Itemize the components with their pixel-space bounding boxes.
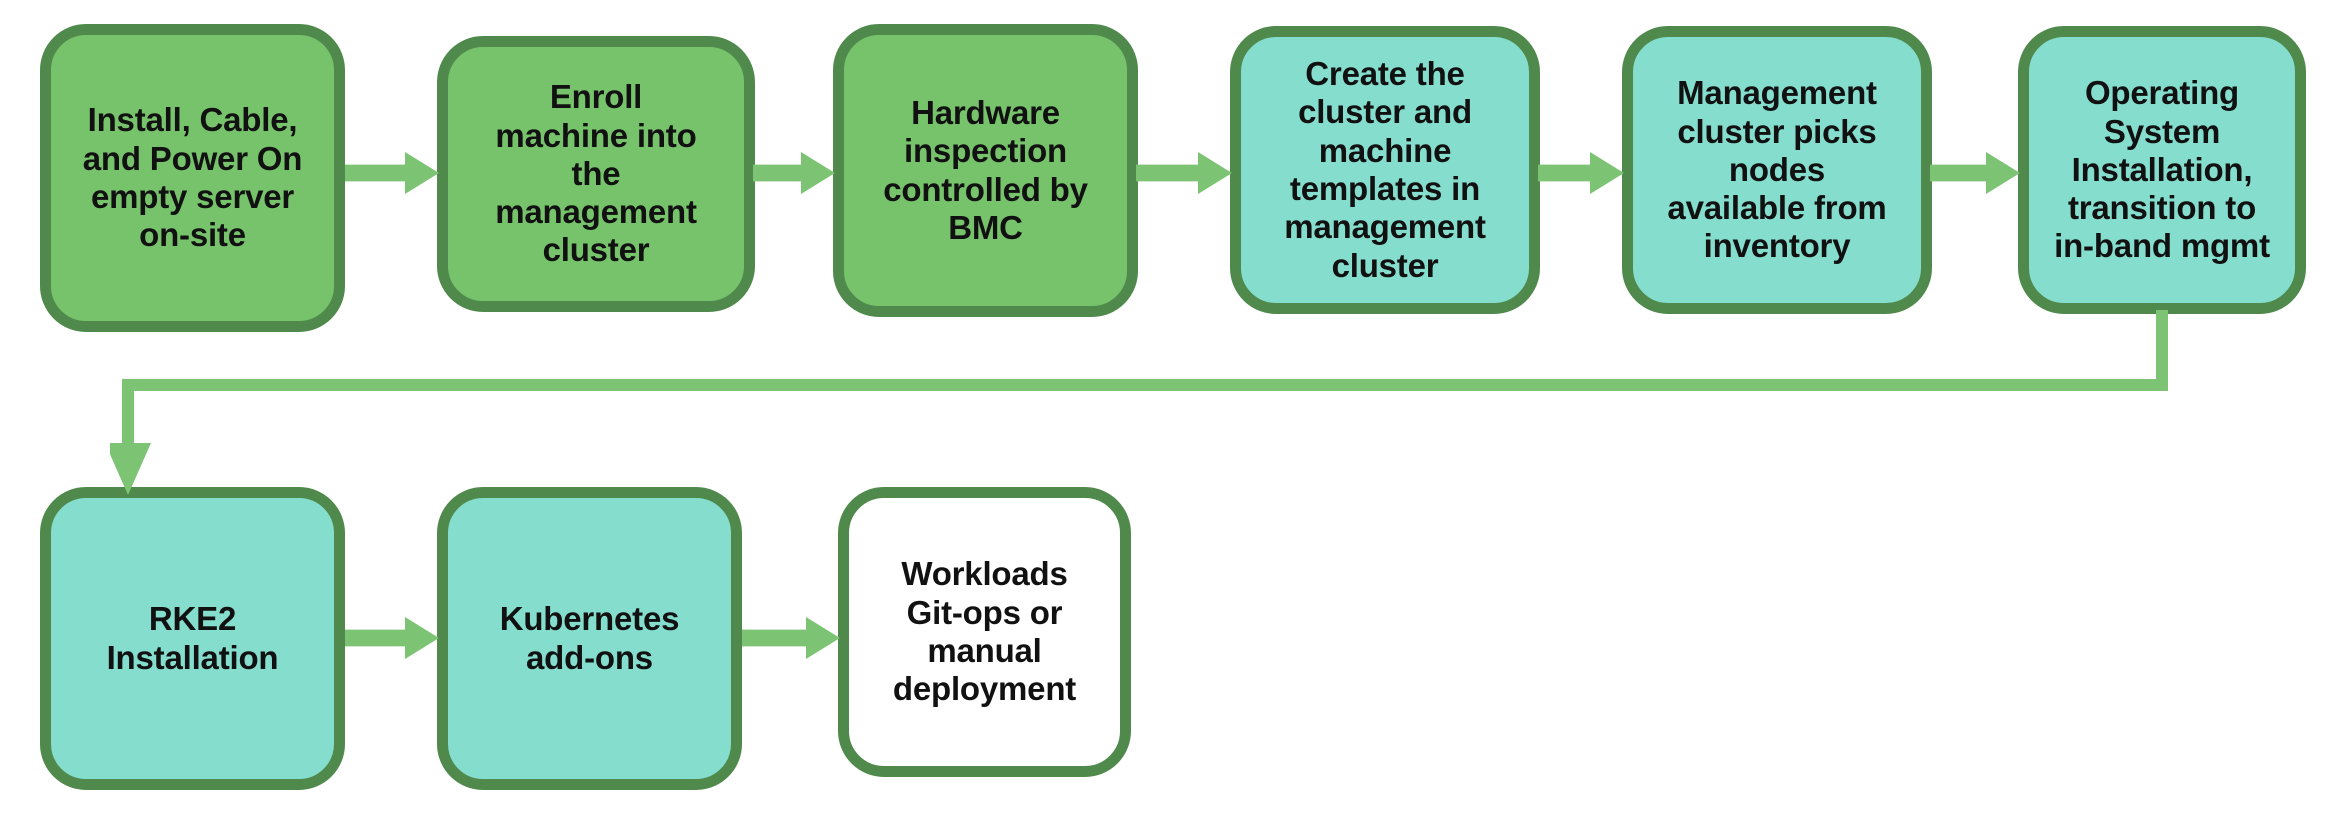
node-workloads-gitops-manual[interactable]: Workloads Git-ops or manual deployment	[838, 487, 1131, 777]
connector-elbow-down-arrow-icon-os-to-rke2	[110, 310, 2180, 495]
arrow-right-icon-enroll-to-hardware	[753, 152, 835, 194]
arrow-right-icon-install-to-enroll	[345, 152, 439, 194]
node-create-cluster-templates[interactable]: Create the cluster and machine templates…	[1230, 26, 1540, 314]
node-install-cable-power-on[interactable]: Install, Cable, and Power On empty serve…	[40, 24, 345, 332]
arrow-right-icon-kubernetes-to-workloads	[742, 617, 840, 659]
node-mgmt-cluster-picks-nodes[interactable]: Management cluster picks nodes available…	[1622, 26, 1932, 314]
node-rke2-installation[interactable]: RKE2 Installation	[40, 487, 345, 790]
arrow-right-icon-rke2-to-kubernetes	[345, 617, 439, 659]
node-kubernetes-add-ons[interactable]: Kubernetes add-ons	[437, 487, 742, 790]
arrow-right-icon-mgmt-to-os	[1930, 152, 2020, 194]
node-enroll-machine[interactable]: Enroll machine into the management clust…	[437, 36, 755, 312]
arrow-right-icon-create-to-mgmt	[1538, 152, 1624, 194]
node-os-installation-inband[interactable]: Operating System Installation, transitio…	[2018, 26, 2306, 314]
node-hardware-inspection[interactable]: Hardware inspection controlled by BMC	[833, 24, 1138, 317]
arrow-right-icon-hardware-to-create	[1136, 152, 1232, 194]
